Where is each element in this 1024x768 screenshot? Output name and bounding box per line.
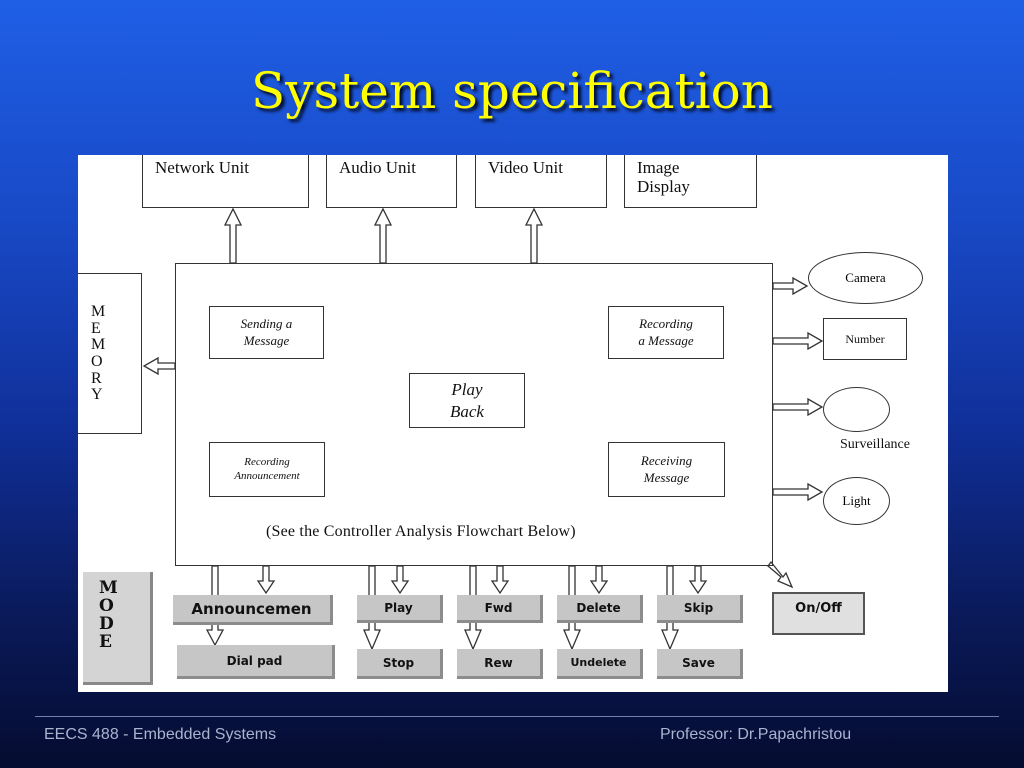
- rew-button[interactable]: Rew: [457, 649, 543, 679]
- arrow-to-audio-unit: [373, 207, 393, 264]
- audio-unit-box: Audio Unit: [326, 155, 457, 208]
- video-unit-label: Video Unit: [488, 158, 563, 177]
- memory-box: M E M O R Y: [78, 273, 142, 434]
- function-label: a Message: [638, 332, 694, 348]
- recording-announcement-box: Recording Announcement: [209, 442, 325, 497]
- arrow-to-play: [390, 565, 410, 595]
- arrow-to-announcement: [256, 565, 276, 595]
- arrow-to-surveillance: [772, 397, 824, 417]
- slide-title: System specification: [251, 62, 773, 120]
- arrow-to-fwd: [490, 565, 510, 595]
- delete-button[interactable]: Delete: [557, 595, 643, 623]
- camera-label: Camera: [845, 270, 886, 285]
- arrow-to-on-off: [767, 560, 794, 589]
- footer-divider: [35, 716, 999, 717]
- on-off-button[interactable]: On/Off: [772, 592, 865, 635]
- recording-message-box: Recording a Message: [608, 306, 724, 359]
- video-unit-box: Video Unit: [475, 155, 607, 208]
- memory-letter: M: [91, 336, 106, 354]
- surveillance-ellipse: [823, 387, 890, 432]
- number-label: Number: [845, 331, 885, 346]
- dial-pad-button[interactable]: Dial pad: [177, 645, 335, 679]
- function-label: Announcement: [234, 469, 300, 482]
- arrow-to-number: [772, 331, 824, 351]
- sending-message-box: Sending a Message: [209, 306, 324, 359]
- mode-panel: M O D E: [83, 572, 153, 685]
- mode-letter: E: [99, 631, 112, 652]
- light-label: Light: [842, 493, 871, 508]
- audio-unit-label: Audio Unit: [339, 158, 416, 177]
- function-label: Receiving: [640, 453, 693, 469]
- function-label: Play: [451, 380, 483, 400]
- function-label: Message: [643, 469, 690, 485]
- mode-letter: D: [99, 613, 114, 634]
- image-display-label: Image Display: [637, 158, 690, 196]
- function-label: Message: [243, 332, 290, 348]
- footer-professor: Professor: Dr.Papachristou: [660, 726, 852, 743]
- undelete-button[interactable]: Undelete: [557, 649, 643, 679]
- memory-letter: M: [91, 303, 106, 320]
- controller-note: (See the Controller Analysis Flowchart B…: [266, 523, 576, 540]
- memory-letter: O: [91, 352, 103, 370]
- arrow-to-memory: [142, 356, 176, 376]
- play-button[interactable]: Play: [357, 595, 443, 623]
- function-label: Sending a: [240, 316, 293, 332]
- arrow-to-camera: [772, 276, 809, 296]
- arrow-to-delete: [589, 565, 609, 595]
- footer-course: EECS 488 - Embedded Systems: [44, 726, 277, 743]
- function-label: Recording: [244, 455, 290, 468]
- system-diagram: Network Unit Audio Unit Video Unit Image…: [78, 155, 948, 692]
- number-box: Number: [823, 318, 907, 360]
- arrow-to-video-unit: [524, 207, 544, 264]
- stop-button[interactable]: Stop: [357, 649, 443, 679]
- camera-ellipse: Camera: [808, 252, 923, 304]
- memory-letter: E: [91, 319, 101, 337]
- memory-letter: R: [91, 369, 102, 387]
- memory-letter: Y: [91, 386, 103, 404]
- mode-letter: O: [99, 595, 114, 616]
- network-unit-label: Network Unit: [155, 158, 249, 177]
- save-button[interactable]: Save: [657, 649, 743, 679]
- light-ellipse: Light: [823, 477, 890, 525]
- fwd-button[interactable]: Fwd: [457, 595, 543, 623]
- play-back-box: Play Back: [409, 373, 525, 428]
- announcement-button[interactable]: Announcemen: [173, 595, 333, 625]
- network-unit-box: Network Unit: [142, 155, 309, 208]
- surveillance-label: Surveillance: [840, 437, 910, 452]
- arrow-to-network-unit: [223, 207, 243, 264]
- receiving-message-box: Receiving Message: [608, 442, 725, 497]
- controller-box: [175, 263, 773, 566]
- function-label: Recording: [639, 316, 693, 332]
- arrow-to-skip: [688, 565, 708, 595]
- image-display-box: Image Display: [624, 155, 757, 208]
- arrow-to-light: [772, 482, 824, 502]
- mode-letter: M: [99, 578, 118, 598]
- skip-button[interactable]: Skip: [657, 595, 743, 623]
- function-label: Back: [450, 401, 484, 421]
